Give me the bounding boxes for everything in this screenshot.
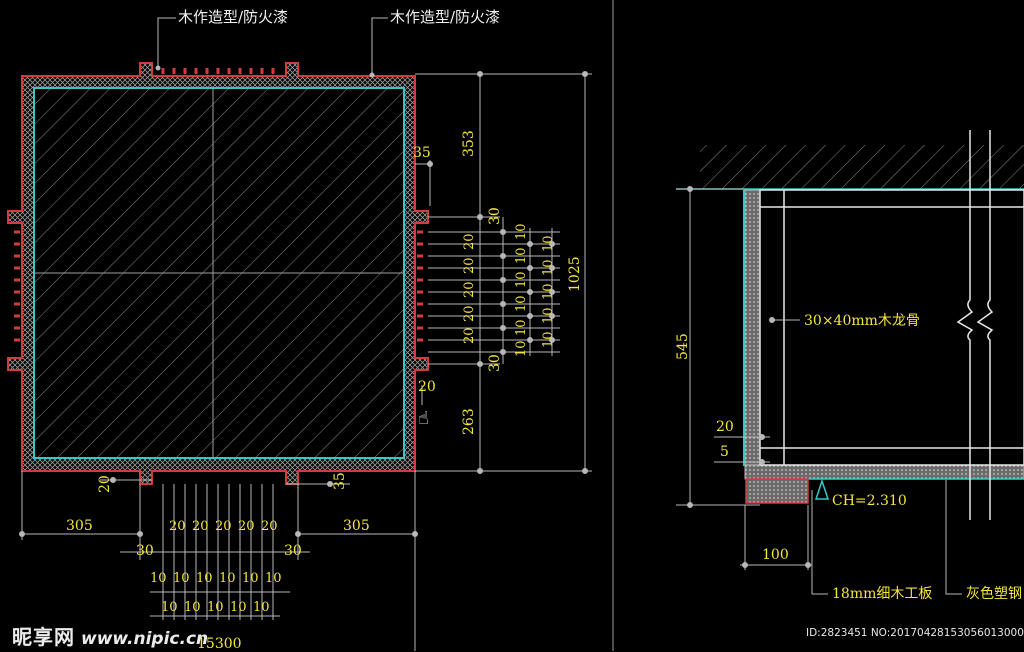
dim-col10b: 10 <box>541 259 556 276</box>
right-dim-ticks <box>428 217 560 364</box>
bottom-dimension-lines <box>19 471 418 651</box>
dim-20-bottom-left: 20 <box>97 475 113 493</box>
dim-col20: 20 <box>462 327 477 344</box>
right-dimension-lines <box>415 71 592 474</box>
dim-353: 353 <box>461 130 477 157</box>
watermark-url: www.nipic.cn <box>81 629 209 649</box>
dim-1025: 1025 <box>567 256 583 292</box>
dim-col10b: 10 <box>541 235 556 252</box>
dim-col10a: 10 <box>514 340 529 357</box>
ceiling-height-label: CH=2.310 <box>832 493 907 509</box>
side-groove-ticks <box>14 230 423 342</box>
keel-label: 30×40mm木龙骨 <box>804 313 920 329</box>
image-id-text: ID:2823451 NO:20170428153056013000 <box>806 627 1024 639</box>
dim-col10a: 10 <box>514 247 529 264</box>
dim-row10b: 10 <box>207 600 224 615</box>
dim-20-right: 20 <box>716 419 734 435</box>
ceiling-slab <box>700 145 1024 189</box>
right-view-dims <box>676 186 962 595</box>
dim-35-bottom-right: 35 <box>332 472 348 490</box>
dim-35-top: 35 <box>413 145 431 161</box>
dim-5-right: 5 <box>720 444 729 460</box>
dim-row20: 20 <box>238 519 255 534</box>
dim-col10b: 10 <box>541 283 556 300</box>
ceiling-height-marker <box>814 478 830 500</box>
top-groove-ticks <box>161 68 275 74</box>
dim-col10a: 10 <box>514 295 529 312</box>
dim-row10b: 10 <box>230 600 247 615</box>
dim-263: 263 <box>461 408 477 435</box>
dim-row10a: 10 <box>265 571 282 586</box>
dim-30-upper: 30 <box>487 207 503 225</box>
dim-row10a: 10 <box>196 571 213 586</box>
dim-col20: 20 <box>462 257 477 274</box>
dim-row10a: 10 <box>150 571 167 586</box>
dim-col20: 20 <box>462 233 477 250</box>
dim-row20: 20 <box>169 519 186 534</box>
callout-leader-2 <box>371 17 388 75</box>
dim-row10b: 10 <box>161 600 178 615</box>
dim-30-lower: 30 <box>487 354 503 372</box>
dim-15300: 15300 <box>197 636 242 652</box>
dim-col10b: 10 <box>541 307 556 324</box>
dim-row10a: 10 <box>242 571 259 586</box>
dim-20-side: 20 <box>418 379 436 395</box>
dim-col10a: 10 <box>514 319 529 336</box>
dim-305-left: 305 <box>66 518 93 534</box>
board-label: 18mm细木工板 <box>832 586 933 602</box>
dim-row20: 20 <box>215 519 232 534</box>
right-section-view <box>676 130 1024 595</box>
watermark-logo: 昵享网 <box>12 625 75 649</box>
wall-panel <box>744 189 761 466</box>
hand-cursor-icon: ☝ <box>418 408 429 429</box>
callout-label-2: 木作造型/防火漆 <box>390 8 501 26</box>
dim-30-bottom-left: 30 <box>136 543 154 559</box>
dim-545: 545 <box>675 333 691 360</box>
dim-col20: 20 <box>462 281 477 298</box>
dim-305-right: 305 <box>343 518 370 534</box>
dim-row20: 20 <box>261 519 278 534</box>
dim-100: 100 <box>762 547 789 563</box>
dim-col10a: 10 <box>514 223 529 240</box>
dim-col10a: 10 <box>514 271 529 288</box>
wood-keel-frame <box>759 189 1024 466</box>
dim-col20: 20 <box>462 305 477 322</box>
left-section-view: ☝ <box>7 17 592 651</box>
dim-row20: 20 <box>192 519 209 534</box>
bottom-dim-ticks <box>162 484 274 620</box>
site-watermark: 昵享网 www.nipic.cn <box>12 621 208 650</box>
dim-row10b: 10 <box>253 600 270 615</box>
dim-30-bottom-right: 30 <box>284 543 302 559</box>
break-line-2 <box>976 130 994 520</box>
break-line-1 <box>956 130 974 520</box>
dim-col10b: 10 <box>541 331 556 348</box>
paint-label: 灰色塑钢 <box>966 586 1022 602</box>
ceiling-panel <box>744 464 1024 480</box>
callout-leader-1 <box>157 17 176 68</box>
dim-row10a: 10 <box>219 571 236 586</box>
dim-row10a: 10 <box>173 571 190 586</box>
callout-label-1: 木作造型/防火漆 <box>178 8 289 26</box>
corner-box <box>745 478 809 504</box>
dim-row10b: 10 <box>184 600 201 615</box>
